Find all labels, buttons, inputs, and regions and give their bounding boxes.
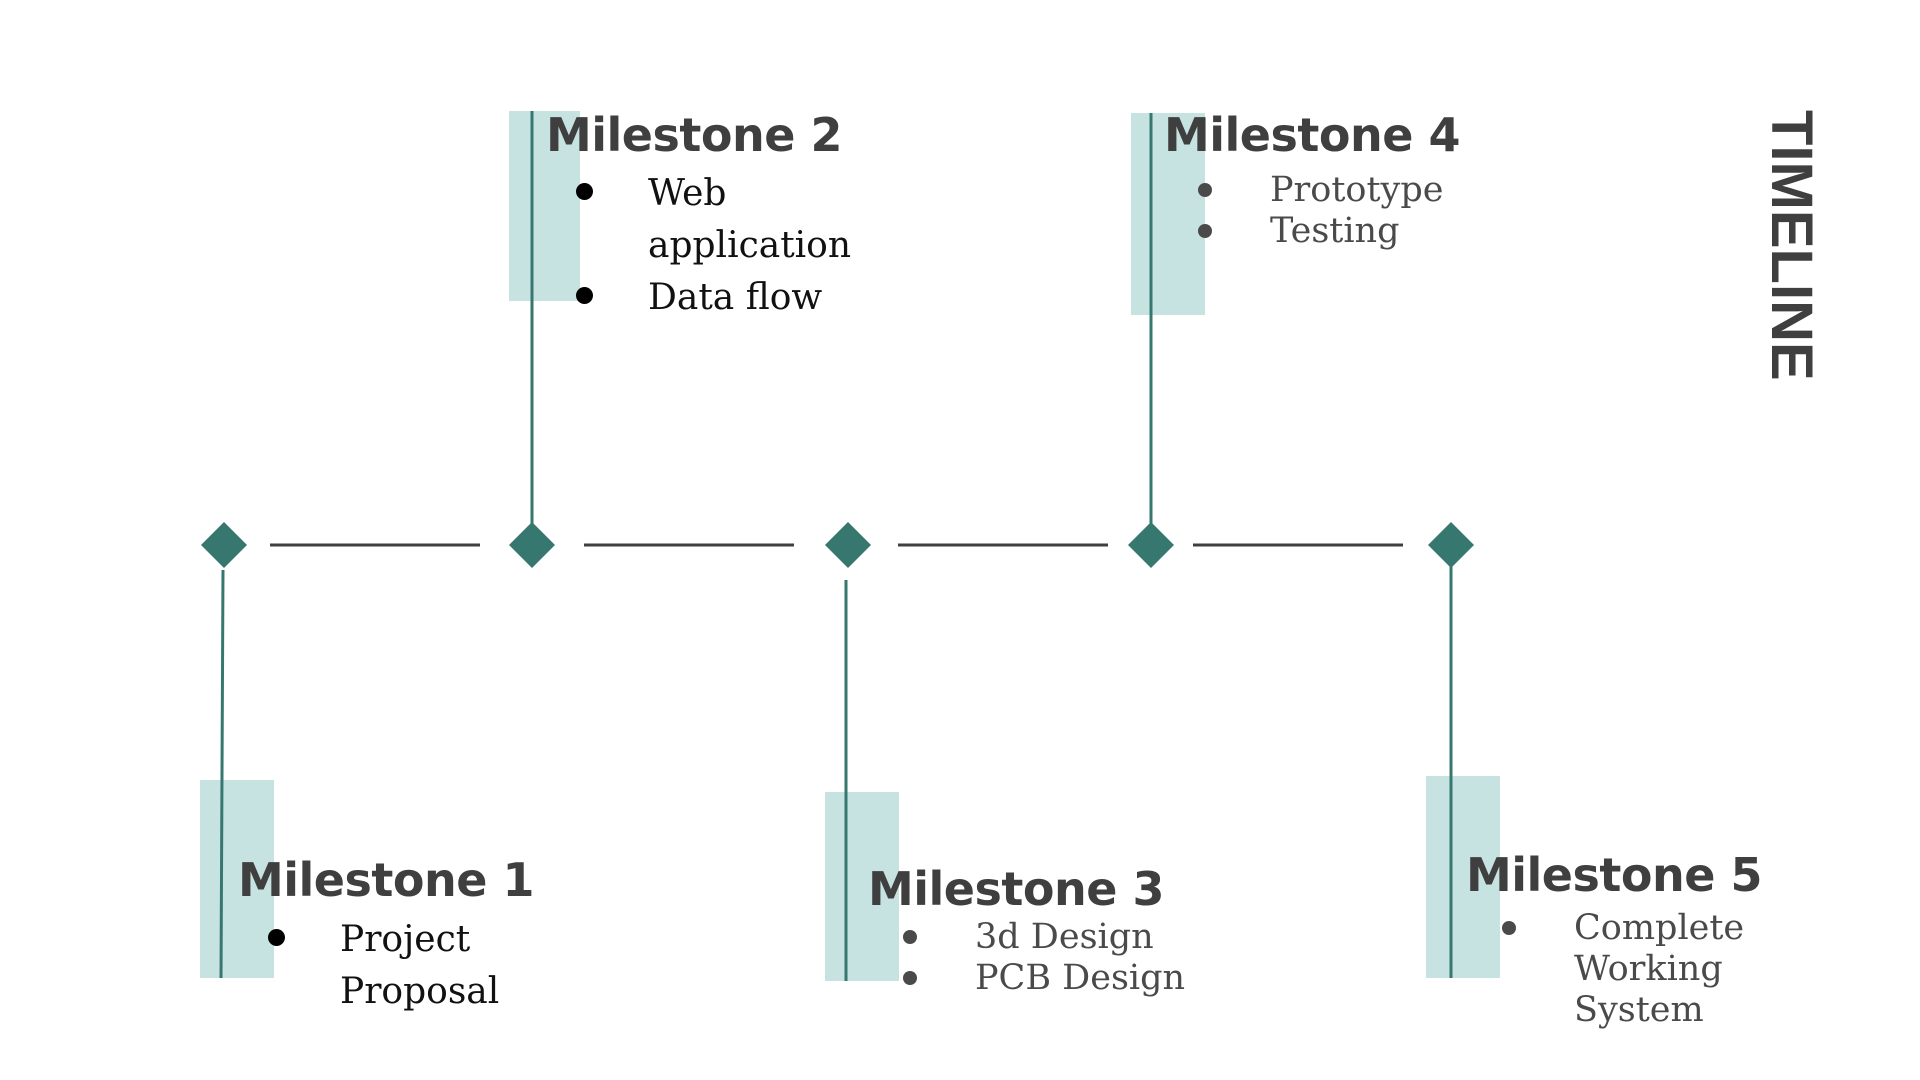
milestone-3-item: PCB Design [903, 958, 1185, 999]
milestone-4-item: Testing [1198, 211, 1443, 252]
milestone-2-accent-block [509, 111, 580, 301]
milestone-5-diamond-marker [1428, 522, 1474, 568]
milestone-2-list: Web application Data flow [576, 168, 876, 324]
milestone-5-list: Complete Working System [1502, 908, 1762, 1031]
milestone-2-diamond-marker [509, 522, 555, 568]
milestone-4-diamond-marker [1128, 522, 1174, 568]
milestone-5-accent-block [1426, 776, 1500, 978]
milestone-5-item: Complete Working System [1502, 908, 1762, 1031]
milestone-3-accent-block [825, 792, 899, 981]
milestone-2-item: Data flow [576, 272, 876, 324]
milestone-4-heading: Milestone 4 [1164, 108, 1460, 162]
milestone-1-diamond-marker [201, 522, 247, 568]
milestone-1-stem [219, 569, 225, 979]
milestone-3-heading: Milestone 3 [868, 862, 1164, 916]
milestone-4-item: Prototype [1198, 170, 1443, 211]
milestone-1-accent-block [200, 780, 274, 978]
milestone-1-list: Project Proposal [268, 914, 528, 1018]
milestone-4-list: Prototype Testing [1198, 170, 1443, 252]
milestone-2-item: Web application [576, 168, 876, 272]
timeline-title: TIMELINE [1759, 110, 1824, 381]
milestone-5-heading: Milestone 5 [1466, 848, 1762, 902]
milestone-1-heading: Milestone 1 [238, 853, 534, 907]
milestone-3-list: 3d Design PCB Design [903, 917, 1185, 999]
milestone-1-item: Project Proposal [268, 914, 528, 1018]
milestone-2-heading: Milestone 2 [546, 108, 842, 162]
milestone-4-accent-block [1131, 113, 1205, 315]
milestone-3-diamond-marker [825, 522, 871, 568]
milestone-3-item: 3d Design [903, 917, 1185, 958]
